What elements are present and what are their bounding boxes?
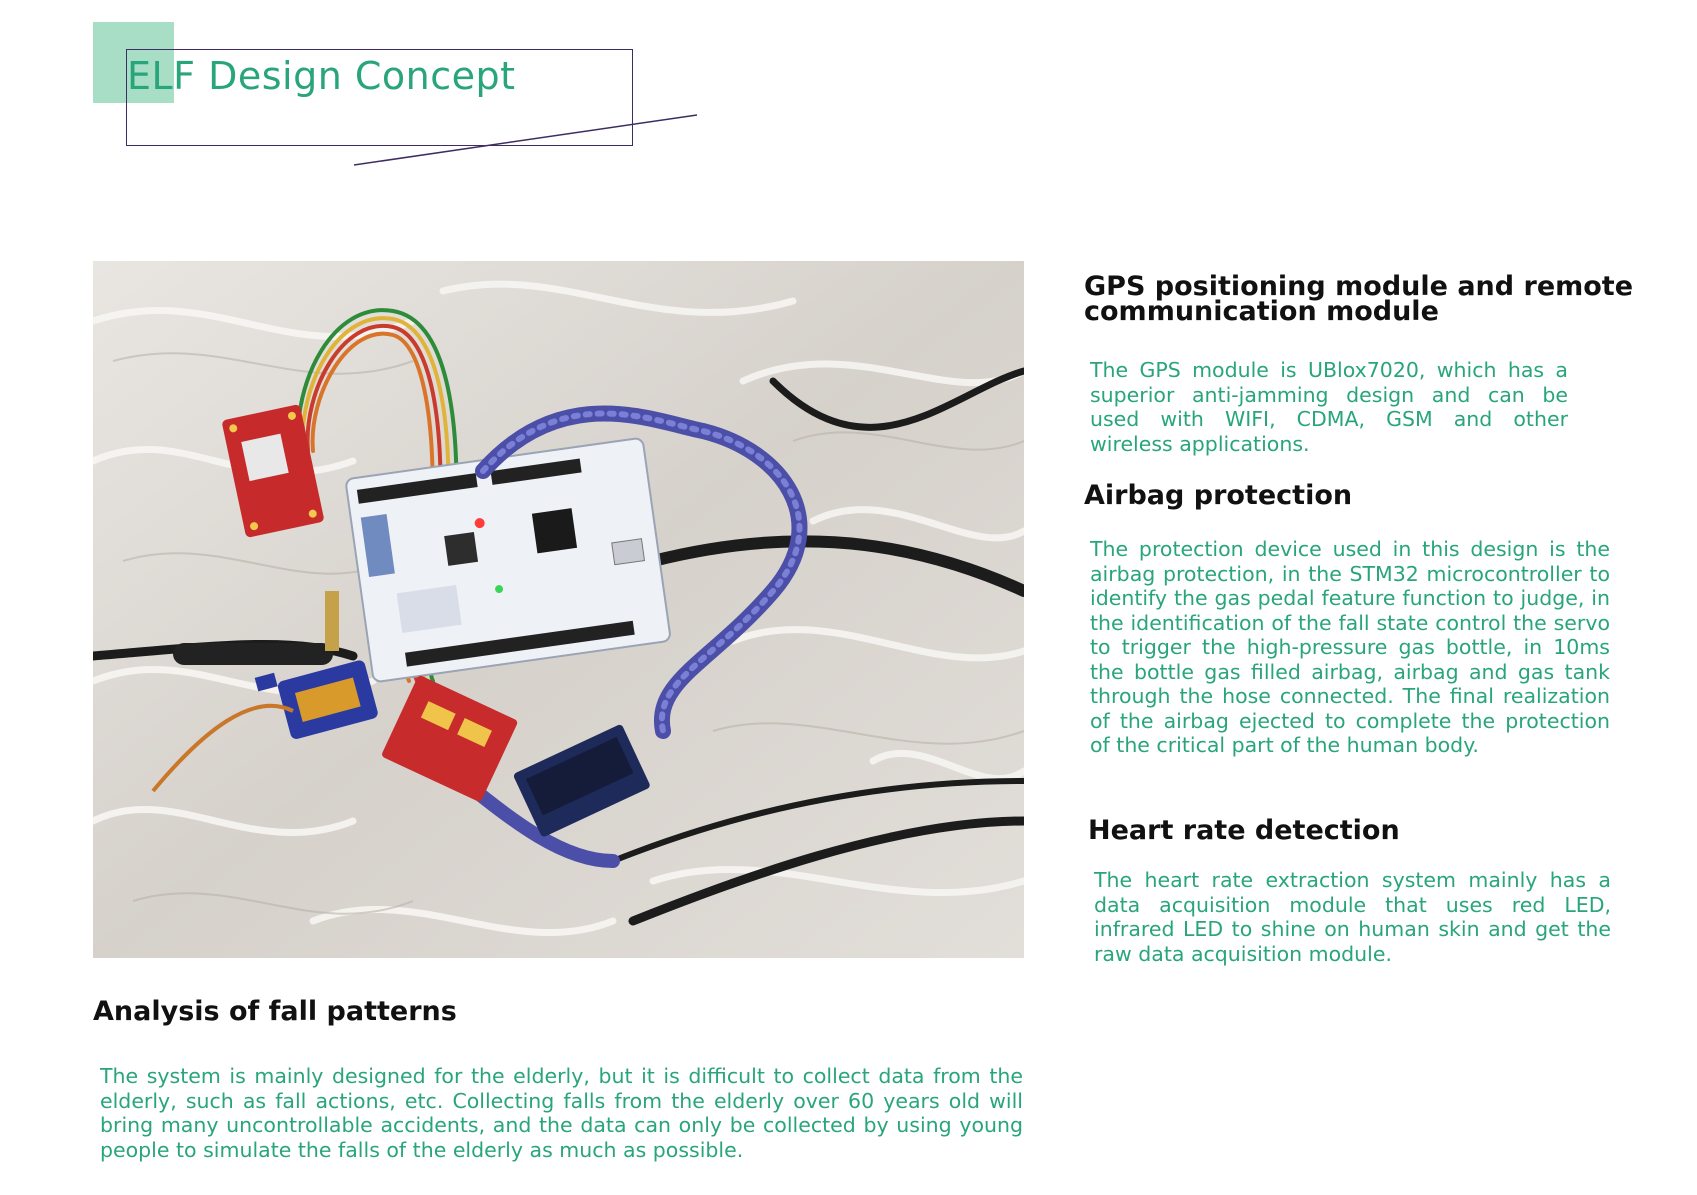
fall-patterns-section-body: The system is mainly designed for the el… [100,1064,1023,1162]
title-accent-square [93,22,174,103]
gps-section-body: The GPS module is UBlox7020, which has a… [1090,358,1568,456]
fall-patterns-section-heading: Analysis of fall patterns [93,996,457,1027]
heart-rate-section-body: The heart rate extraction system mainly … [1094,868,1611,966]
gps-section-heading: GPS positioning module and remote commun… [1084,271,1634,327]
title-slash-line [353,114,698,166]
airbag-section-heading: Airbag protection [1084,480,1353,511]
title-frame [126,49,633,146]
prototype-photo [93,261,1024,958]
heart-rate-section-heading: Heart rate detection [1088,815,1400,846]
airbag-section-body: The protection device used in this desig… [1090,537,1610,757]
page-title: ELF Design Concept [127,54,516,98]
